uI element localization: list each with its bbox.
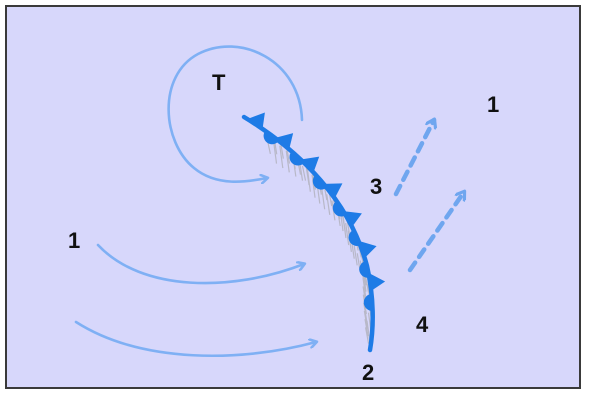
front-end-label: 2 bbox=[362, 360, 374, 385]
cold-front-triangle bbox=[343, 211, 362, 227]
inflow-arrow-upper bbox=[96, 243, 304, 285]
warm-front-semicircle bbox=[363, 293, 373, 311]
hatch-stroke bbox=[311, 174, 316, 198]
hatch-stroke bbox=[363, 302, 368, 322]
hatch-stroke bbox=[363, 310, 368, 329]
cyclonic-circulation-arrow bbox=[167, 45, 304, 182]
weather-front-diagram: T 1 3 1 4 2 bbox=[68, 45, 499, 385]
hatch-stroke bbox=[306, 167, 311, 192]
warm-front-semicircle bbox=[312, 174, 327, 190]
hatch-stroke bbox=[285, 150, 290, 173]
cold-front-triangle bbox=[247, 112, 265, 129]
low-pressure-label: T bbox=[212, 70, 226, 95]
hatch-stroke bbox=[301, 165, 307, 181]
warm-front-semicircle bbox=[263, 130, 279, 145]
hatch-stroke bbox=[272, 140, 278, 164]
hatch-stroke bbox=[342, 215, 347, 239]
rising-air-arrow-upper bbox=[393, 120, 434, 197]
hatch-stroke bbox=[353, 245, 358, 266]
hatch-stroke bbox=[364, 327, 370, 344]
front-symbols bbox=[247, 112, 386, 311]
occluded-front-line bbox=[241, 114, 375, 353]
cold-front-triangle bbox=[300, 156, 320, 173]
cold-front-triangle bbox=[323, 183, 343, 199]
region-1-left-label: 1 bbox=[68, 228, 80, 253]
hatch-stroke bbox=[345, 222, 350, 246]
hatch-stroke bbox=[321, 187, 326, 210]
inflow-arrow-lower bbox=[74, 320, 316, 358]
region-4-label: 4 bbox=[416, 312, 429, 337]
hatch-stroke bbox=[279, 145, 284, 169]
rising-air-arrow-lower bbox=[407, 192, 467, 273]
diagram-panel: T 1 3 1 4 2 bbox=[5, 5, 581, 389]
hatch-stroke bbox=[362, 278, 367, 300]
cold-front-triangle bbox=[358, 240, 377, 258]
hatch-stroke bbox=[326, 194, 331, 215]
warm-front-semicircle bbox=[348, 229, 361, 247]
region-1-right-label: 1 bbox=[487, 92, 499, 117]
warm-front-semicircle bbox=[289, 151, 305, 166]
warm-front-semicircle bbox=[359, 260, 370, 278]
region-3-label: 3 bbox=[370, 174, 382, 199]
cold-front-triangle bbox=[368, 272, 386, 291]
warm-front-semicircle bbox=[332, 200, 346, 217]
hatch-stroke bbox=[364, 319, 369, 337]
cold-front-triangle bbox=[275, 133, 294, 150]
